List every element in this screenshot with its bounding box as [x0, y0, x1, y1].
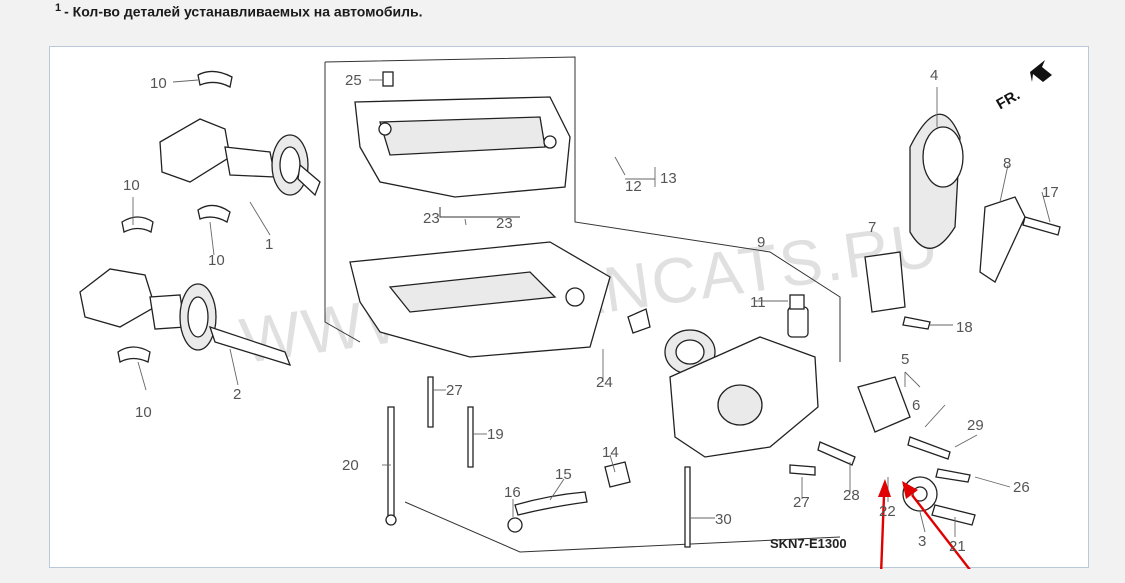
callout-10-a[interactable]: 10 — [150, 75, 167, 92]
callout-22[interactable]: 22 — [879, 503, 896, 520]
front-direction-arrow: FR. — [994, 60, 1052, 113]
callout-25[interactable]: 25 — [345, 72, 362, 89]
callout-1[interactable]: 1 — [265, 236, 273, 253]
callout-7[interactable]: 7 — [868, 219, 876, 236]
highlight-arrows — [878, 479, 971, 569]
chain-guide[interactable] — [864, 251, 906, 313]
oil-pump-chain[interactable] — [909, 113, 964, 249]
callout-10-c[interactable]: 10 — [208, 252, 225, 269]
callout-numbers: 10 1 10 10 2 10 25 12 13 23 23 9 11 24 2… — [123, 67, 1059, 555]
quantity-note: 1- Кол-во деталей устанавливаемых на авт… — [55, 2, 423, 20]
front-label: FR. — [994, 86, 1023, 113]
callout-8[interactable]: 8 — [1003, 155, 1011, 172]
callout-20[interactable]: 20 — [342, 457, 359, 474]
leader-lines — [132, 79, 1051, 537]
parts-diagram-frame: WWW.JAPANCATS.RU — [49, 46, 1089, 569]
callout-30[interactable]: 30 — [715, 511, 732, 528]
callout-28[interactable]: 28 — [843, 487, 860, 504]
callout-12[interactable]: 12 — [625, 178, 642, 195]
callout-21[interactable]: 21 — [949, 538, 966, 555]
callout-26[interactable]: 26 — [1013, 479, 1030, 496]
note-text: - Кол-во деталей устанавливаемых на авто… — [64, 3, 423, 20]
balancer-housing-upper[interactable] — [354, 96, 571, 198]
callout-15[interactable]: 15 — [555, 466, 572, 483]
callout-13[interactable]: 13 — [660, 170, 677, 187]
callout-3[interactable]: 3 — [918, 533, 926, 550]
callout-27-b[interactable]: 27 — [793, 494, 810, 511]
callout-6[interactable]: 6 — [912, 397, 920, 414]
callout-14[interactable]: 14 — [602, 444, 619, 461]
oil-pump-housing-frame — [324, 56, 841, 553]
balancer-shaft-upper[interactable] — [159, 118, 321, 197]
chain-tensioner[interactable] — [979, 196, 1026, 283]
callout-5[interactable]: 5 — [901, 351, 909, 368]
callout-10-d[interactable]: 10 — [135, 404, 152, 421]
parts-diagram: WWW.JAPANCATS.RU — [79, 56, 1061, 569]
callout-23-a[interactable]: 23 — [423, 210, 440, 227]
balancer-shaft-lower[interactable] — [79, 268, 292, 367]
bearing-shells — [117, 70, 233, 363]
callout-23-b[interactable]: 23 — [496, 215, 513, 232]
callout-11[interactable]: 11 — [750, 294, 766, 311]
diagram-code: SKN7-E1300 — [770, 536, 847, 551]
callout-27-a[interactable]: 27 — [446, 382, 463, 399]
callout-2[interactable]: 2 — [233, 386, 241, 403]
callout-16[interactable]: 16 — [504, 484, 521, 501]
callout-18[interactable]: 18 — [956, 319, 973, 336]
callout-24[interactable]: 24 — [596, 374, 613, 391]
oil-pump-body[interactable] — [669, 306, 819, 458]
bolts — [382, 71, 1061, 548]
callout-10-b[interactable]: 10 — [123, 177, 140, 194]
note-superscript: 1 — [55, 2, 62, 14]
balancer-housing-lower[interactable] — [349, 241, 611, 358]
callout-9[interactable]: 9 — [757, 234, 765, 251]
chain-bracket[interactable] — [857, 376, 911, 433]
callout-29[interactable]: 29 — [967, 417, 984, 434]
callout-4[interactable]: 4 — [930, 67, 938, 84]
callout-17[interactable]: 17 — [1042, 184, 1059, 201]
callout-19[interactable]: 19 — [487, 426, 504, 443]
